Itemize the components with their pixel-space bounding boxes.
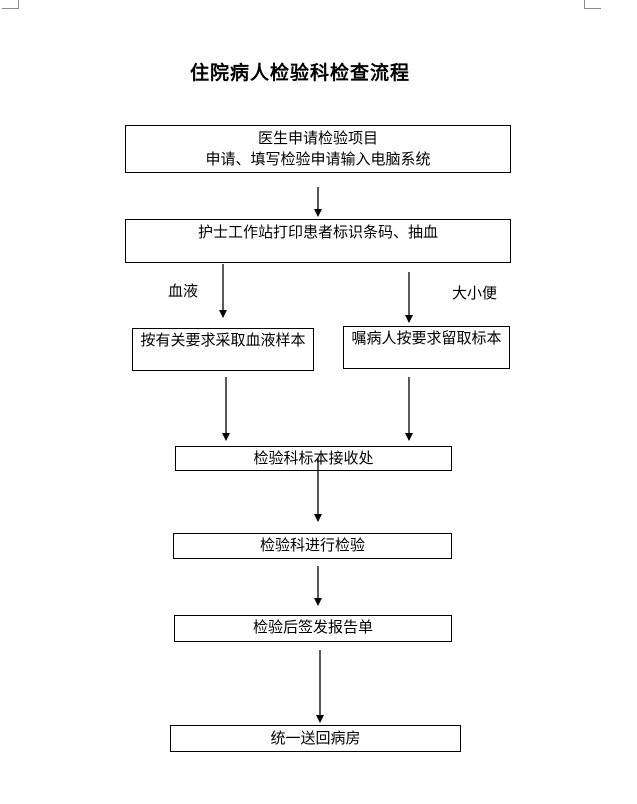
step-blood-sample-box: 按有关要求采取血液样本 [132,328,314,371]
step-patient-specimen-box: 嘱病人按要求留取标本 [343,326,510,369]
step-lab-testing-box: 检验科进行检验 [173,533,452,559]
step-lab-reception-box: 检验科标本接收处 [175,446,452,471]
branch-label-urine-stool: 大小便 [452,284,498,302]
step-doctor-request-box: 医生申请检验项目 申请、填写检验申请输入电脑系统 [125,125,511,173]
step-report-box: 检验后签发报告单 [174,615,452,642]
step-report-text: 检验后签发报告单 [252,618,373,636]
page-corner-mark-left [2,0,19,9]
page-corner-mark-right [584,0,601,9]
step-return-ward-text: 统一送回病房 [270,729,361,747]
step-nurse-station-box: 护士工作站打印患者标识条码、抽血 [125,219,511,263]
step-lab-reception-text: 检验科标本接收处 [253,449,374,467]
step-lab-testing-text: 检验科进行检验 [259,536,365,554]
branch-label-blood: 血液 [168,282,199,300]
step-return-ward-box: 统一送回病房 [170,725,461,752]
step-blood-sample-text: 按有关要求采取血液样本 [140,331,306,349]
page-title: 住院病人检验科检查流程 [189,62,410,84]
step-nurse-station-text: 护士工作站打印患者标识条码、抽血 [197,223,438,241]
step-doctor-request-line1: 医生申请检验项目 [257,129,378,147]
step-patient-specimen-text: 嘱病人按要求留取标本 [351,329,502,347]
step-doctor-request-line2: 申请、填写检验申请输入电脑系统 [205,150,431,168]
